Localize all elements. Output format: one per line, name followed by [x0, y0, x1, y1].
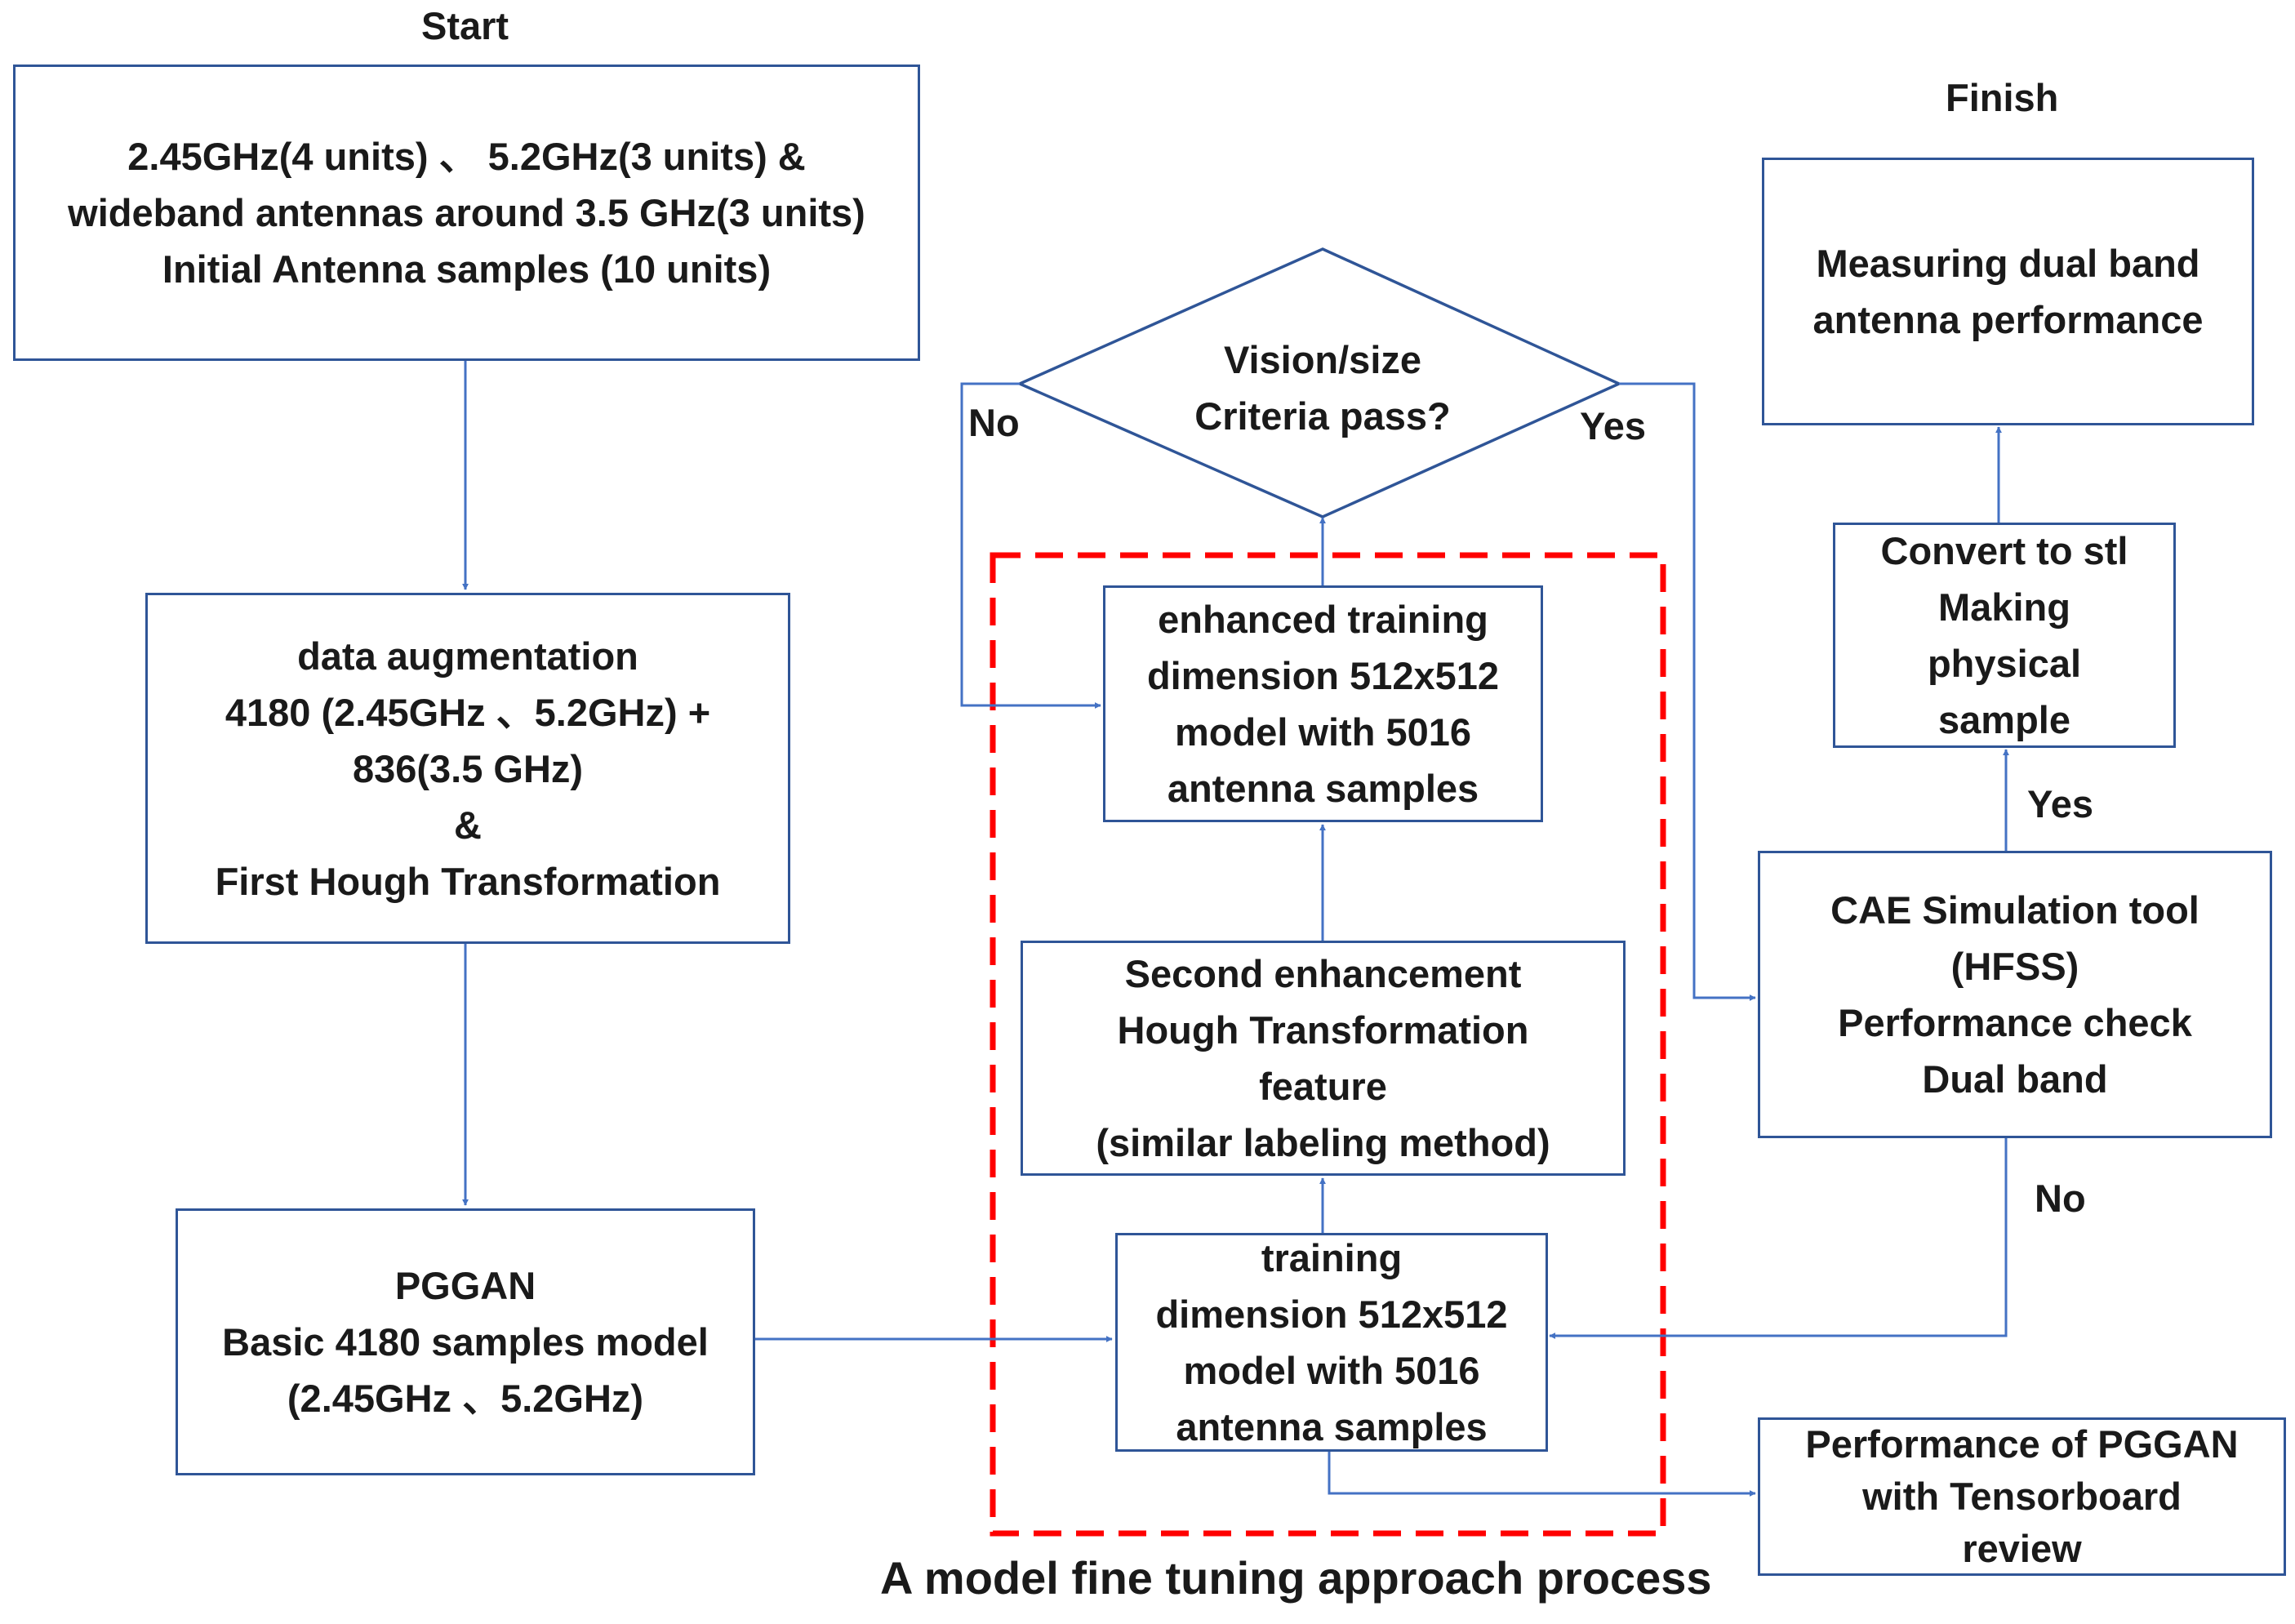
criteria-decision-text: Vision/size Criteria pass? [1021, 327, 1625, 449]
decision-no-label: No [968, 401, 1020, 444]
enhanced-training-box: enhanced training dimension 512x512 mode… [1103, 585, 1543, 822]
training-line-4: antenna samples [1176, 1405, 1488, 1448]
initial-samples-line-3: Initial Antenna samples (10 units) [162, 247, 772, 291]
pggan-basic-line-3: (2.45GHz 、5.2GHz) [287, 1377, 644, 1420]
initial-samples-box: 2.45GHz(4 units) 、 5.2GHz(3 units) & wid… [13, 65, 920, 361]
enhanced-training-line-3: model with 5016 [1174, 710, 1472, 754]
cae-simulation-line-4: Dual band [1922, 1057, 2108, 1101]
cae-simulation-line-3: Performance check [1838, 1001, 2192, 1044]
training-box: training dimension 512x512 model with 50… [1115, 1233, 1548, 1452]
arrow-decision-no-loop [960, 382, 1101, 709]
pggan-basic-line-1: PGGAN [394, 1264, 536, 1307]
criteria-decision-diamond [1016, 247, 1623, 518]
convert-stl-line-2: Making [1938, 585, 2070, 629]
measuring-line-2: antenna performance [1812, 298, 2204, 341]
cae-simulation-line-1: CAE Simulation tool [1830, 888, 2199, 932]
criteria-decision-line-1: Vision/size [1223, 338, 1422, 381]
pggan-basic-box: PGGAN Basic 4180 samples model (2.45GHz … [176, 1208, 755, 1475]
cae-simulation-box: CAE Simulation tool (HFSS) Performance c… [1758, 851, 2272, 1138]
training-line-2: dimension 512x512 [1155, 1293, 1508, 1336]
convert-stl-line-4: sample [1938, 698, 2070, 741]
start-label: Start [421, 4, 509, 47]
arrow-cae-no-to-training [1549, 1138, 2008, 1339]
pggan-performance-line-1: Performance of PGGAN [1805, 1422, 2239, 1466]
data-augmentation-line-5: First Hough Transformation [215, 859, 721, 903]
second-enhancement-line-1: Second enhancement [1124, 952, 1522, 995]
measuring-line-1: Measuring dual band [1816, 242, 2200, 285]
training-line-1: training [1261, 1236, 1403, 1279]
pggan-performance-line-2: with Tensorboard [1862, 1475, 2182, 1518]
pggan-performance-line-3: review [1962, 1527, 2082, 1570]
diagram-caption: A model fine tuning approach process [880, 1552, 1712, 1604]
initial-samples-line-2: wideband antennas around 3.5 GHz(3 units… [68, 191, 865, 234]
second-enhancement-line-4: (similar labeling method) [1096, 1121, 1550, 1164]
data-augmentation-line-1: data augmentation [297, 634, 638, 678]
pggan-performance-box: Performance of PGGAN with Tensorboard re… [1758, 1417, 2286, 1576]
fine-tuning-region [990, 552, 1666, 1537]
enhanced-training-line-4: antenna samples [1167, 767, 1479, 810]
enhanced-training-line-1: enhanced training [1158, 598, 1488, 641]
decision-yes-label: Yes [1580, 404, 1647, 447]
training-line-3: model with 5016 [1183, 1349, 1480, 1392]
pggan-basic-line-2: Basic 4180 samples model [222, 1320, 709, 1364]
data-augmentation-line-3: 836(3.5 GHz) [352, 746, 584, 790]
cae-no-label: No [2035, 1177, 2086, 1220]
second-enhancement-line-2: Hough Transformation [1117, 1008, 1529, 1052]
convert-stl-line-3: physical [1927, 642, 2082, 685]
initial-samples-line-1: 2.45GHz(4 units) 、 5.2GHz(3 units) & [127, 135, 806, 178]
cae-simulation-line-2: (HFSS) [1950, 945, 2079, 988]
data-augmentation-line-4: & [454, 803, 482, 847]
convert-stl-line-1: Convert to stl [1880, 529, 2128, 572]
finish-label: Finish [1946, 76, 2059, 119]
criteria-decision-line-2: Criteria pass? [1194, 394, 1451, 438]
measuring-box: Measuring dual band antenna performance [1762, 158, 2254, 425]
convert-stl-box: Convert to stl Making physical sample [1833, 523, 2176, 748]
data-augmentation-box: data augmentation 4180 (2.45GHz 、5.2GHz)… [145, 593, 790, 944]
second-enhancement-line-3: feature [1259, 1065, 1387, 1108]
second-enhancement-box: Second enhancement Hough Transformation … [1021, 941, 1626, 1176]
data-augmentation-line-2: 4180 (2.45GHz 、5.2GHz) + [225, 690, 711, 734]
arrow-training-to-pggan-performance [1328, 1452, 1756, 1497]
arrow-decision-yes-to-cae [1619, 382, 1756, 1001]
cae-yes-label: Yes [2027, 782, 2094, 825]
enhanced-training-line-2: dimension 512x512 [1146, 654, 1500, 697]
